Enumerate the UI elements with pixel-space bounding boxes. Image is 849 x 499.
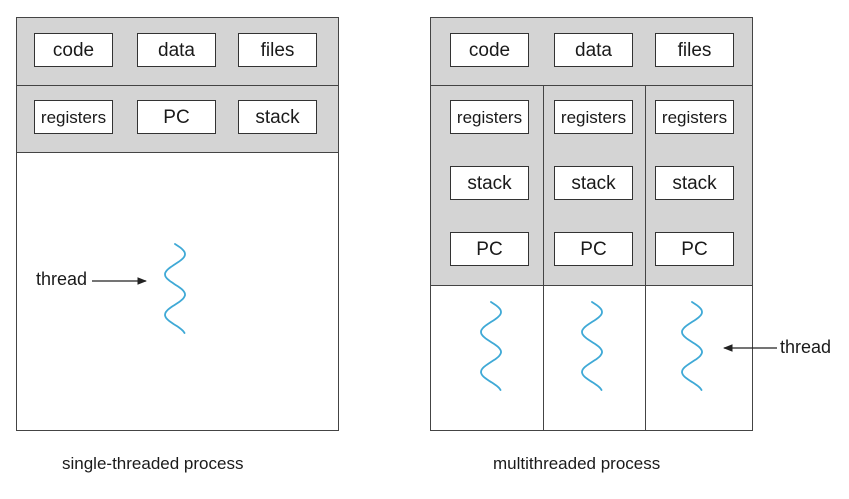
thread-squiggle: [681, 301, 703, 391]
divider: [17, 85, 338, 86]
registers-box: registers: [450, 100, 529, 134]
registers-box: registers: [655, 100, 734, 134]
multithreaded-caption: multithreaded process: [493, 454, 661, 473]
pc-box: PC: [450, 232, 529, 266]
files-box: files: [655, 33, 734, 67]
pc-box: PC: [655, 232, 734, 266]
code-box: code: [450, 33, 529, 67]
thread-label: thread: [36, 269, 88, 289]
thread-column-divider: [543, 86, 544, 430]
registers-box: registers: [34, 100, 113, 134]
divider: [17, 152, 338, 153]
stack-box: stack: [554, 166, 633, 200]
thread-label: thread: [780, 337, 832, 357]
data-box: data: [554, 33, 633, 67]
single-threaded-caption: single-threaded process: [62, 454, 244, 473]
stack-box: stack: [450, 166, 529, 200]
stack-box: stack: [655, 166, 734, 200]
thread-squiggle: [480, 301, 502, 391]
thread-squiggle: [164, 243, 186, 334]
files-box: files: [238, 33, 317, 67]
pc-box: PC: [554, 232, 633, 266]
code-box: code: [34, 33, 113, 67]
divider: [431, 85, 752, 86]
stack-box: stack: [238, 100, 317, 134]
registers-box: registers: [554, 100, 633, 134]
divider: [431, 285, 752, 286]
data-box: data: [137, 33, 216, 67]
thread-squiggle: [581, 301, 603, 391]
thread-column-divider: [645, 86, 646, 430]
pc-box: PC: [137, 100, 216, 134]
